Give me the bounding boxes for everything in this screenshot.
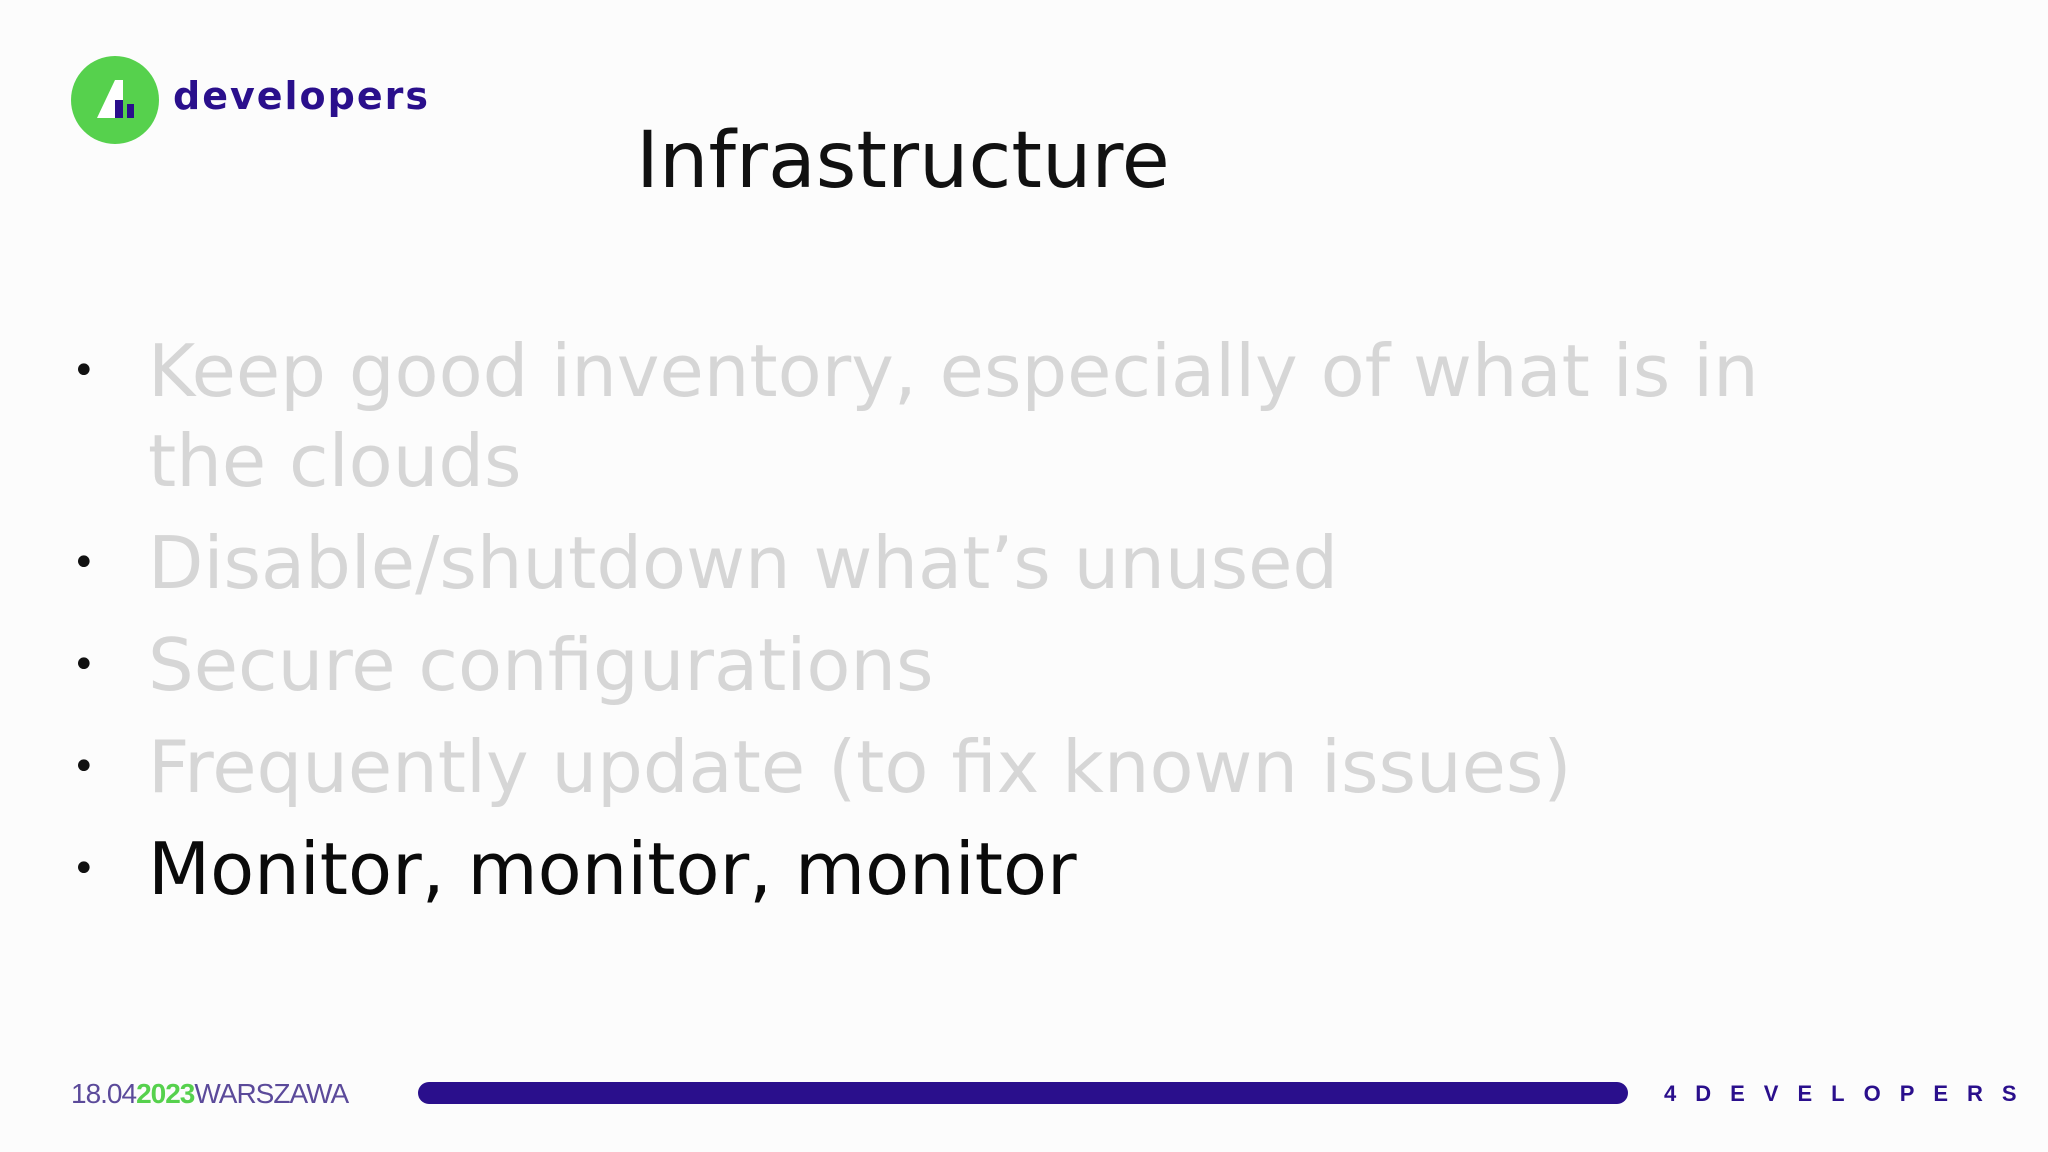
footer-event-date: 18.042023WARSZAWA <box>71 1078 349 1110</box>
bullet-text-line: Keep good inventory, especially of what … <box>148 329 1759 413</box>
bullet-dot: • <box>72 540 96 586</box>
four-logo-icon <box>71 56 159 144</box>
footer-date: 18.04 <box>71 1078 137 1109</box>
bullet-dot: • <box>72 744 96 790</box>
footer-bar <box>418 1082 1628 1104</box>
bullet-text: Secure configurations <box>148 623 934 707</box>
bullet-text: Keep good inventory, especially of what … <box>148 326 1759 506</box>
bullet-list: • Keep good inventory, especially of wha… <box>72 326 1772 926</box>
slide-title: Infrastructure <box>636 116 1170 206</box>
footer-city: WARSZAWA <box>194 1078 349 1109</box>
bullet-item-active: • Monitor, monitor, monitor <box>72 824 1772 914</box>
bullet-item: • Disable/shutdown what’s unused <box>72 518 1772 608</box>
bullet-item: • Frequently update (to fix known issues… <box>72 722 1772 812</box>
bullet-dot: • <box>72 846 96 892</box>
logo-wordmark: developers <box>173 74 430 118</box>
bullet-text: Monitor, monitor, monitor <box>148 827 1077 911</box>
bullet-text: Frequently update (to fix known issues) <box>148 725 1572 809</box>
bullet-text: Disable/shutdown what’s unused <box>148 521 1339 605</box>
bullet-dot: • <box>72 642 96 688</box>
bullet-item: • Secure configurations <box>72 620 1772 710</box>
logo: developers <box>71 56 430 144</box>
bullet-item: • Keep good inventory, especially of wha… <box>72 326 1772 506</box>
bullet-text-line: the clouds <box>148 419 522 503</box>
footer-brand: 4DEVELOPERS <box>1664 1081 2036 1106</box>
footer-year: 2023 <box>136 1078 195 1109</box>
bullet-dot: • <box>72 348 96 394</box>
